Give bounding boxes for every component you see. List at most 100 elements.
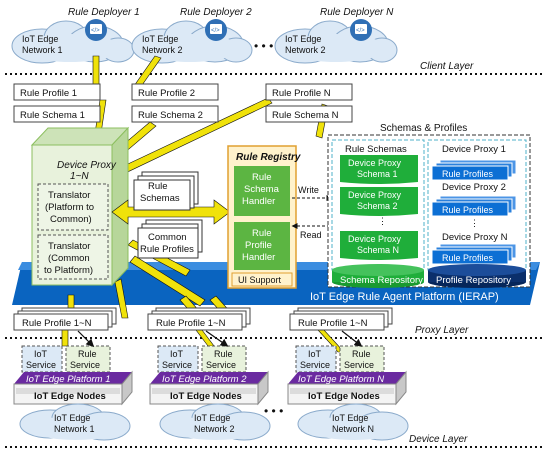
deployer-label-n: Rule Deployer N <box>320 7 394 18</box>
svg-text:</>: </> <box>91 28 100 34</box>
svg-text:Device Proxy: Device Proxy <box>57 160 117 171</box>
svg-text:⋮: ⋮ <box>470 218 479 228</box>
svg-text:IoT Edge Nodes: IoT Edge Nodes <box>34 391 106 402</box>
svg-text:Handler: Handler <box>242 196 275 207</box>
client-rule-profile-n: Rule Profile N <box>265 83 353 101</box>
svg-text:IoT: IoT <box>308 349 322 359</box>
svg-text:Rule: Rule <box>252 172 272 183</box>
read-label: Read <box>300 230 322 240</box>
client-rule-schema-2: Rule Schema 2 <box>131 105 219 123</box>
svg-text:IoT Edge: IoT Edge <box>194 413 230 423</box>
ierap-label: IoT Edge Rule Agent Platform (IERAP) <box>310 291 499 303</box>
svg-text:Device Proxy: Device Proxy <box>348 190 402 200</box>
svg-text:Device Proxy 1: Device Proxy 1 <box>442 144 506 155</box>
edge-platform-n: IoT Service Rule Service IoT Edge Platfo… <box>287 345 407 406</box>
svg-text:to Platform): to Platform) <box>44 265 93 276</box>
svg-text:Handler: Handler <box>242 252 275 263</box>
svg-text:Device Proxy 2: Device Proxy 2 <box>442 182 506 193</box>
svg-text:Rule Profiles: Rule Profiles <box>442 169 494 179</box>
svg-text:Device Proxy: Device Proxy <box>348 234 402 244</box>
deployer-label-1: Rule Deployer 1 <box>68 7 140 18</box>
edge-platform-2: IoT Service Rule Service IoT Edge Platfo… <box>149 345 269 406</box>
rule-registry: Rule Registry Rule Schema Handler Rule P… <box>227 145 301 289</box>
svg-text:Service: Service <box>344 360 374 370</box>
svg-text:Profile: Profile <box>245 240 272 251</box>
svg-text:Rule Profile 1~N: Rule Profile 1~N <box>156 318 226 329</box>
client-rule-schema-1: Rule Schema 1 <box>13 105 101 123</box>
profile-repository: Profile Repository <box>428 264 526 288</box>
deployer-icon-2: </> <box>205 19 227 41</box>
svg-text:Service: Service <box>26 360 56 370</box>
svg-text:Service: Service <box>162 360 192 370</box>
svg-text:Rule Schema N: Rule Schema N <box>272 110 339 121</box>
svg-text:Service: Service <box>70 360 100 370</box>
svg-text:Rule: Rule <box>78 349 97 359</box>
svg-text:1~N: 1~N <box>70 171 89 182</box>
svg-text:Rule Profile 2: Rule Profile 2 <box>138 88 195 99</box>
svg-text:Rule: Rule <box>148 181 168 192</box>
svg-text:Rule Profile 1~N: Rule Profile 1~N <box>298 318 368 329</box>
svg-text:IoT Edge Nodes: IoT Edge Nodes <box>170 391 242 402</box>
svg-text:Network 2: Network 2 <box>194 424 235 434</box>
svg-text:IoT: IoT <box>34 349 48 359</box>
svg-text:Rule Profiles: Rule Profiles <box>442 205 494 215</box>
svg-text:Rule Profile N: Rule Profile N <box>272 88 331 99</box>
device-proxy: Device Proxy 1~N Translator (Platform to… <box>30 126 130 287</box>
schema-item-1: Device Proxy Schema 1 <box>340 155 418 184</box>
svg-text:Network 2: Network 2 <box>285 45 326 55</box>
svg-text:Common: Common <box>148 232 187 243</box>
deployer-cloud-1: IoT Edge Network 1 <box>11 20 135 64</box>
edge-platform-1: IoT Service Rule Service IoT Edge Platfo… <box>13 345 133 406</box>
svg-text:Rule: Rule <box>214 349 233 359</box>
svg-text:Rule Schema 1: Rule Schema 1 <box>20 110 85 121</box>
svg-text:IoT: IoT <box>170 349 184 359</box>
svg-text:Network 1: Network 1 <box>54 424 95 434</box>
client-layer-label: Client Layer <box>420 61 474 72</box>
svg-text:IoT Edge Platform N: IoT Edge Platform N <box>298 374 384 385</box>
svg-text:Schema Repository: Schema Repository <box>340 275 423 286</box>
svg-text:Network 1: Network 1 <box>22 45 63 55</box>
svg-text:Service: Service <box>300 360 330 370</box>
svg-text:Common): Common) <box>50 214 92 225</box>
device-layer-label: Device Layer <box>409 434 468 445</box>
deployer-cloud-2: IoT Edge Network 2 <box>131 20 253 64</box>
svg-text:Schema 1: Schema 1 <box>357 169 398 179</box>
svg-text:Rule Profile 1~N: Rule Profile 1~N <box>22 318 92 329</box>
svg-text:Network N: Network N <box>332 424 374 434</box>
proxy-profiles-group-2: Device Proxy 2 Rule Profiles <box>431 182 517 217</box>
schema-item-n: Device Proxy Schema N <box>340 231 418 260</box>
write-label: Write <box>298 185 319 195</box>
svg-text:Rule Profile 1: Rule Profile 1 <box>20 88 77 99</box>
svg-text:Schema: Schema <box>244 184 280 195</box>
rule-schemas-title: Rule Schemas <box>345 144 407 155</box>
proxy-layer-label: Proxy Layer <box>415 325 469 336</box>
svg-text:Rule: Rule <box>352 349 371 359</box>
svg-text:Translator: Translator <box>48 190 90 201</box>
common-rule-profiles-docs: Common Rule Profiles <box>137 219 203 259</box>
svg-text:Rule: Rule <box>252 228 272 239</box>
deployer-cloud-n: IoT Edge Network 2 <box>274 20 398 64</box>
svg-text:⋮: ⋮ <box>378 216 387 226</box>
svg-text:Rule Schema 2: Rule Schema 2 <box>138 110 203 121</box>
schemas-profiles-title: Schemas & Profiles <box>380 123 467 134</box>
svg-text:</>: </> <box>356 28 365 34</box>
proxy-profiles-group-1: Device Proxy 1 Rule Profiles <box>431 144 517 181</box>
svg-text:Device Proxy N: Device Proxy N <box>442 232 508 243</box>
svg-text:IoT Edge Platform 2: IoT Edge Platform 2 <box>162 374 247 385</box>
svg-text:</>: </> <box>211 28 220 34</box>
proxy-rule-profile-2: Rule Profile 1~N <box>147 307 251 331</box>
deployer-icon-n: </> <box>350 19 372 41</box>
svg-text:(Platform to: (Platform to <box>45 202 94 213</box>
svg-text:Schemas: Schemas <box>140 193 180 204</box>
svg-text:IoT Edge Nodes: IoT Edge Nodes <box>308 391 380 402</box>
svg-text:Translator: Translator <box>48 241 90 252</box>
svg-text:Device Proxy: Device Proxy <box>348 158 402 168</box>
svg-text:Rule Profiles: Rule Profiles <box>442 253 494 263</box>
ui-support-label: UI Support <box>238 275 282 285</box>
proxy-rule-profile-3: Rule Profile 1~N <box>289 307 393 331</box>
proxy-profiles-group-n: Device Proxy N Rule Profiles <box>431 232 517 265</box>
deployer-icon-1: </> <box>85 19 107 41</box>
svg-text:IoT Edge: IoT Edge <box>142 34 178 44</box>
device-cloud-1: IoT Edge Network 1 <box>19 403 131 441</box>
